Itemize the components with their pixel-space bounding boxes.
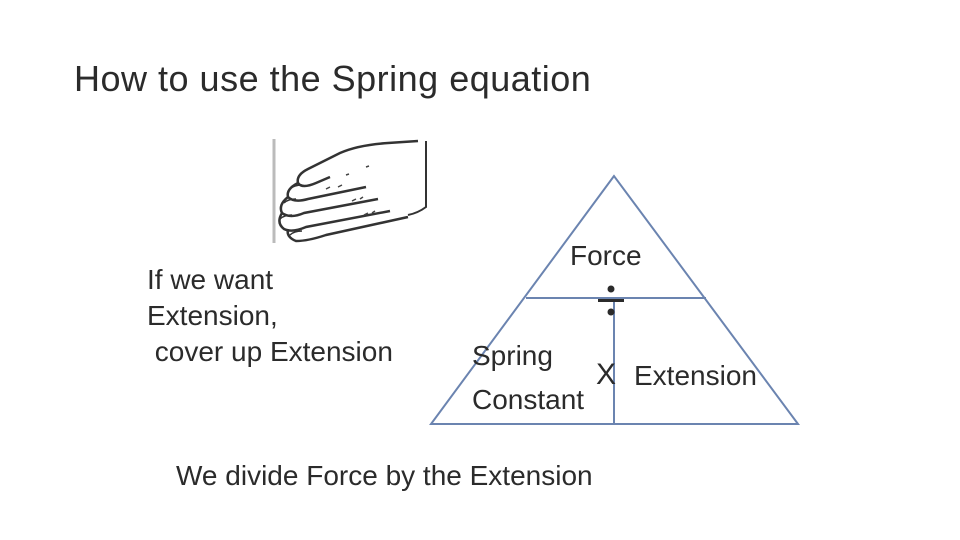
extension-label: Extension — [634, 362, 757, 390]
footer-note: We divide Force by the Extension — [176, 460, 593, 492]
spring-label: Spring — [472, 342, 553, 370]
constant-label: Constant — [472, 386, 584, 414]
multiply-sign: X — [596, 360, 616, 390]
divide-sign-icon — [596, 283, 626, 319]
force-label: Force — [570, 242, 642, 270]
